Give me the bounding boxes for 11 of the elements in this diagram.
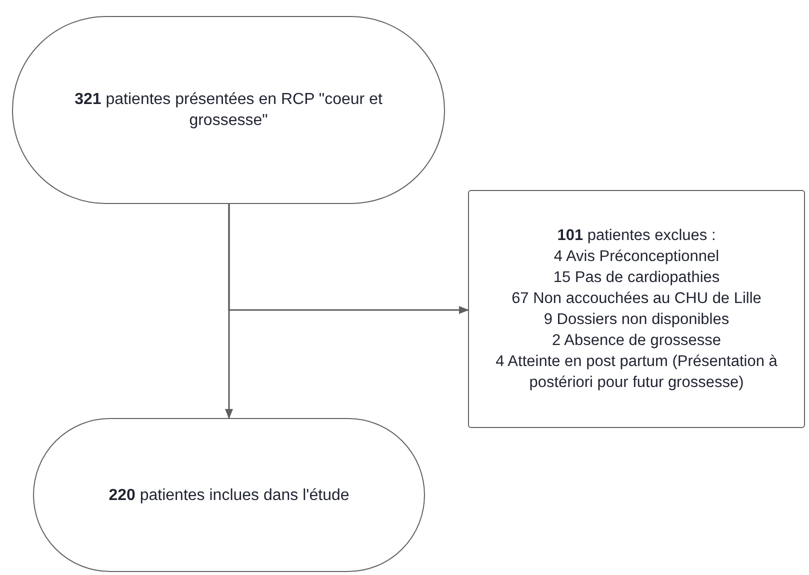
node-text: 101 patientes exclues : (557, 226, 716, 246)
node-text: 15 Pas de cardiopathies (553, 268, 720, 288)
process-box (468, 190, 805, 428)
node-text: 4 Atteinte en post partum (Présentation à postériori pour futur grossesse) (494, 352, 778, 393)
node-text: 2 Absence de grossesse (552, 331, 721, 351)
arrow (228, 204, 469, 314)
node-text: 220 patientes inclues dans l'étude (108, 486, 350, 506)
node-text: 9 Dossiers non disponibles (544, 310, 730, 330)
node-text: 4 Avis Préconceptionnel (554, 247, 720, 267)
node-text: 67 Non accouchées au CHU de Lille (512, 289, 762, 309)
node-text: 321 patientes présentées en RCP "coeur et grossesse" (74, 90, 384, 131)
